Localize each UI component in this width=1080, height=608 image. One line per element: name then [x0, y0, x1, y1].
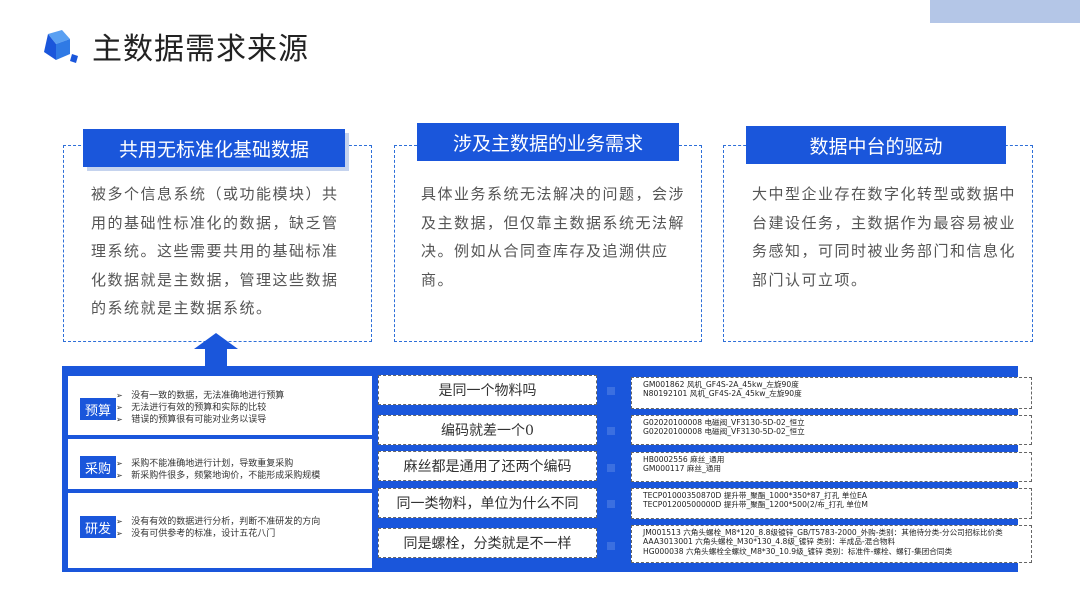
row-divider: [68, 435, 372, 439]
example-box: GM001862 风机_GF4S-2A_45kw_左旋90度 N80192101…: [631, 377, 1032, 409]
card-text: 具体业务系统无法解决的问题，会涉及主数据，但仅靠主数据系统无法解决。例如从合同查…: [421, 185, 686, 289]
example-line: AAA3013001 六角头螺栓_M30*130_4.8级_镀锌 类别：半成品-…: [643, 537, 896, 547]
category-label-purchasing: 采购: [80, 456, 116, 478]
example-box: G02020100008 电磁阀_VF3130-5D-02_恒立 G020201…: [631, 415, 1032, 445]
card-business-needs: 涉及主数据的业务需求 具体业务系统无法解决的问题，会涉及主数据，但仅靠主数据系统…: [394, 123, 702, 342]
question-box: 同是螺栓，分类就是不一样: [378, 528, 597, 558]
page-title: 主数据需求来源: [92, 32, 309, 67]
example-line: HB0002556 麻丝_通用: [643, 455, 725, 464]
card-data-middle-platform: 数据中台的驱动 大中型企业存在数字化转型或数据中台建设任务，主数据作为最容易被业…: [723, 126, 1033, 342]
bullet-item: 新采购件很多，频繁地询价，不能形成采购规模: [116, 470, 320, 482]
example-line: TECP01000350870D 提升带_聚酯_1000*350*87_打孔 单…: [643, 491, 867, 500]
card-shared-data: 共用无标准化基础数据 被多个信息系统（或功能模块）共用的基础性标准化的数据，缺乏…: [63, 129, 372, 342]
question-box: 同一类物料，单位为什么不同: [378, 488, 597, 518]
connector-dot: [607, 464, 615, 472]
example-line: N80192101 风机_GF4S-2A_45kw_左旋90度: [643, 389, 802, 399]
example-line: HG000038 六角头螺栓全螺纹_M8*30_10.9级_镀锌 类别：标准件-…: [643, 546, 953, 556]
bullet-item: 没有有效的数据进行分析，判断不准研发的方向: [116, 516, 320, 528]
category-bullets: 没有有效的数据进行分析，判断不准研发的方向 没有可供参考的标准，设计五花八门: [116, 516, 320, 540]
example-line: TECP01200500000D 提升带_聚酯_1200*500(2/布_打孔 …: [643, 500, 868, 510]
category-label-rnd: 研发: [80, 516, 116, 538]
example-line: GM001862 风机_GF4S-2A_45kw_左旋90度: [643, 380, 799, 389]
bullet-item: 采购不能准确地进行计划，导致重复采购: [116, 458, 320, 470]
example-line: JM001513 六角头螺栓_M8*120_8.8级镀锌_GB/T5783-20…: [643, 528, 1003, 537]
bullet-item: 没有一致的数据，无法准确地进行预算: [116, 390, 284, 402]
category-bullets: 没有一致的数据，无法准确地进行预算 无法进行有效的预算和实际的比较 错误的预算很…: [116, 390, 284, 426]
connector-dot: [607, 542, 615, 550]
top-accent-bar: [930, 0, 1080, 23]
card-title: 涉及主数据的业务需求: [417, 123, 679, 161]
bullet-item: 没有可供参考的标准，设计五花八门: [116, 528, 320, 540]
example-box: TECP01000350870D 提升带_聚酯_1000*350*87_打孔 单…: [631, 488, 1032, 519]
category-bullets: 采购不能准确地进行计划，导致重复采购 新采购件很多，频繁地询价，不能形成采购规模: [116, 458, 320, 482]
connector-dot: [607, 387, 615, 395]
row-divider: [68, 489, 372, 493]
bullet-item: 无法进行有效的预算和实际的比较: [116, 402, 284, 414]
question-box: 编码就差一个0: [378, 415, 597, 445]
connector-dot: [607, 500, 615, 508]
bullet-item: 错误的预算很有可能对业务以误导: [116, 414, 284, 426]
question-box: 是同一个物料吗: [378, 375, 597, 405]
category-label-budget: 预算: [80, 398, 116, 420]
question-box: 麻丝都是通用了还两个编码: [378, 451, 597, 481]
cube-logo-icon: [44, 30, 78, 63]
card-text: 被多个信息系统（或功能模块）共用的基础性标准化的数据，缺乏管理系统。这些需要共用…: [91, 185, 339, 317]
connector-dot: [607, 427, 615, 435]
up-arrow-icon: [194, 333, 238, 367]
card-title: 共用无标准化基础数据: [83, 129, 345, 167]
example-box: JM001513 六角头螺栓_M8*120_8.8级镀锌_GB/T5783-20…: [631, 525, 1032, 563]
card-title: 数据中台的驱动: [746, 126, 1006, 164]
example-line: GM000117 麻丝_通用: [643, 464, 722, 474]
card-text: 大中型企业存在数字化转型或数据中台建设任务，主数据作为最容易被业务感知，可同时被…: [752, 185, 1017, 289]
example-box: HB0002556 麻丝_通用 GM000117 麻丝_通用: [631, 452, 1032, 482]
example-line: G02020100008 电磁阀_VF3130-5D-02_恒立: [643, 418, 805, 427]
example-line: G02020100008 电磁阀_VF3130-5D-02_恒立: [643, 427, 805, 437]
